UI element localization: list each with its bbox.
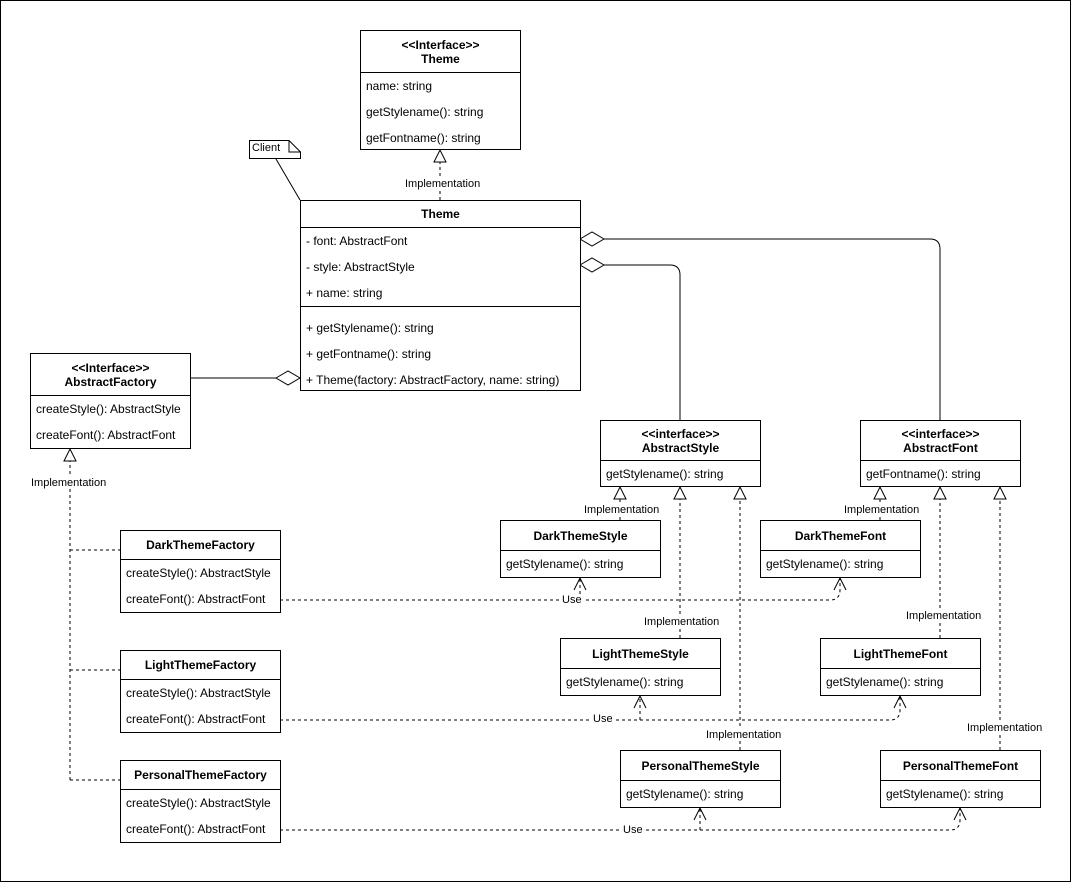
light-theme-font-class[interactable]: LightThemeFont getStylename(): string xyxy=(820,638,981,696)
class-stereotype: <<Interface>> xyxy=(401,37,480,52)
light-theme-factory-class[interactable]: LightThemeFactory createStyle(): Abstrac… xyxy=(120,650,281,733)
class-method: getStylename(): string xyxy=(766,557,884,571)
client-note-text: Client xyxy=(252,142,281,154)
class-attribute: + name: string xyxy=(306,286,383,300)
theme-class[interactable]: Theme - font: AbstractFont - style: Abst… xyxy=(300,200,581,391)
class-name: LightThemeStyle xyxy=(592,646,689,661)
class-stereotype: <<interface>> xyxy=(641,426,720,441)
use-label: Use xyxy=(592,713,614,725)
light-theme-style-class[interactable]: LightThemeStyle getStylename(): string xyxy=(560,638,721,696)
class-name: LightThemeFactory xyxy=(144,658,257,672)
class-name: DarkThemeFactory xyxy=(146,538,255,552)
class-name: Theme xyxy=(421,207,460,221)
implementation-label: Implementation xyxy=(705,729,783,741)
class-method: getStylename(): string xyxy=(886,787,1004,801)
implementation-label: Implementation xyxy=(404,178,482,190)
class-method: createStyle(): AbstractStyle xyxy=(126,686,271,700)
class-header: LightThemeStyle xyxy=(561,639,720,669)
class-method: createStyle(): AbstractStyle xyxy=(126,566,271,580)
class-header: Theme xyxy=(301,201,580,228)
class-method: getStylename(): string xyxy=(826,675,944,689)
aggregation-diamond-factory xyxy=(275,370,301,386)
class-header: DarkThemeFactory xyxy=(121,531,280,560)
class-method: getStylename(): string xyxy=(606,467,724,481)
class-attribute: - style: AbstractStyle xyxy=(306,260,415,274)
class-name: DarkThemeStyle xyxy=(533,528,628,543)
class-divider xyxy=(301,306,580,315)
class-method: getFontname(): string xyxy=(866,467,981,481)
abstract-factory-class[interactable]: <<Interface>> AbstractFactory createStyl… xyxy=(30,353,191,449)
class-header: <<interface>> AbstractFont xyxy=(861,421,1020,461)
aggregation-diamond-style xyxy=(579,257,605,273)
class-name: LightThemeFont xyxy=(853,646,948,661)
dark-theme-style-class[interactable]: DarkThemeStyle getStylename(): string xyxy=(500,520,661,578)
class-header: PersonalThemeFont xyxy=(881,751,1040,781)
class-header: <<interface>> AbstractStyle xyxy=(601,421,760,461)
implementation-label: Implementation xyxy=(643,616,721,628)
dark-theme-factory-class[interactable]: DarkThemeFactory createStyle(): Abstract… xyxy=(120,530,281,613)
class-method: getStylename(): string xyxy=(366,105,484,119)
implementation-label: Implementation xyxy=(905,610,983,622)
personal-theme-style-class[interactable]: PersonalThemeStyle getStylename(): strin… xyxy=(620,750,781,808)
aggregation-diamond-font xyxy=(579,231,605,247)
client-note: Client xyxy=(249,140,301,159)
class-stereotype: <<interface>> xyxy=(901,426,980,441)
class-name: PersonalThemeStyle xyxy=(641,758,760,773)
class-method: createFont(): AbstractFont xyxy=(126,822,266,836)
class-method: + Theme(factory: AbstractFactory, name: … xyxy=(306,373,560,387)
class-header: LightThemeFactory xyxy=(121,651,280,680)
class-name: AbstractFont xyxy=(903,440,978,455)
class-name: DarkThemeFont xyxy=(794,528,887,543)
class-name: AbstractStyle xyxy=(641,440,720,455)
use-label: Use xyxy=(622,824,644,836)
class-header: LightThemeFont xyxy=(821,639,980,669)
aggregation-font xyxy=(604,238,941,420)
abstract-font-class[interactable]: <<interface>> AbstractFont getFontname()… xyxy=(860,420,1021,487)
use-edge-light xyxy=(280,696,900,721)
class-method: createFont(): AbstractFont xyxy=(126,712,266,726)
use-edge-dark xyxy=(280,578,840,601)
class-name: PersonalThemeFont xyxy=(902,758,1019,773)
class-header: <<Interface>> AbstractFactory xyxy=(31,354,190,396)
class-method: createFont(): AbstractFont xyxy=(36,428,176,442)
note-connector xyxy=(275,158,301,201)
class-attribute: - font: AbstractFont xyxy=(306,234,408,248)
class-method: + getFontname(): string xyxy=(306,347,432,361)
use-edge-personal xyxy=(280,808,960,831)
class-header: PersonalThemeStyle xyxy=(621,751,780,781)
class-name: PersonalThemeFactory xyxy=(134,768,267,782)
abstract-style-class[interactable]: <<interface>> AbstractStyle getStylename… xyxy=(600,420,761,487)
personal-theme-font-class[interactable]: PersonalThemeFont getStylename(): string xyxy=(880,750,1041,808)
theme-interface-class[interactable]: <<Interface>> Theme name: string getStyl… xyxy=(360,30,521,150)
class-name: AbstractFactory xyxy=(64,374,157,389)
class-method: getStylename(): string xyxy=(626,787,744,801)
class-name: Theme xyxy=(421,51,460,66)
class-header: <<Interface>> Theme xyxy=(361,31,520,73)
class-method: createStyle(): AbstractStyle xyxy=(36,402,181,416)
class-method: createFont(): AbstractFont xyxy=(126,592,266,606)
class-header: PersonalThemeFactory xyxy=(121,761,280,790)
class-stereotype: <<Interface>> xyxy=(71,360,150,375)
class-header: DarkThemeFont xyxy=(761,521,920,551)
personal-theme-factory-class[interactable]: PersonalThemeFactory createStyle(): Abst… xyxy=(120,760,281,843)
class-method: getStylename(): string xyxy=(506,557,624,571)
implementation-label: Implementation xyxy=(843,504,921,516)
implementation-label: Implementation xyxy=(583,504,661,516)
class-method: + getStylename(): string xyxy=(306,321,434,335)
class-method: getFontname(): string xyxy=(366,131,481,145)
dark-theme-font-class[interactable]: DarkThemeFont getStylename(): string xyxy=(760,520,921,578)
class-method: createStyle(): AbstractStyle xyxy=(126,796,271,810)
class-header: DarkThemeStyle xyxy=(501,521,660,551)
implementation-label: Implementation xyxy=(966,722,1044,734)
class-attribute: name: string xyxy=(366,79,433,93)
aggregation-style xyxy=(604,264,681,420)
use-label: Use xyxy=(561,594,583,606)
class-method: getStylename(): string xyxy=(566,675,684,689)
implementation-label: Implementation xyxy=(30,477,108,489)
